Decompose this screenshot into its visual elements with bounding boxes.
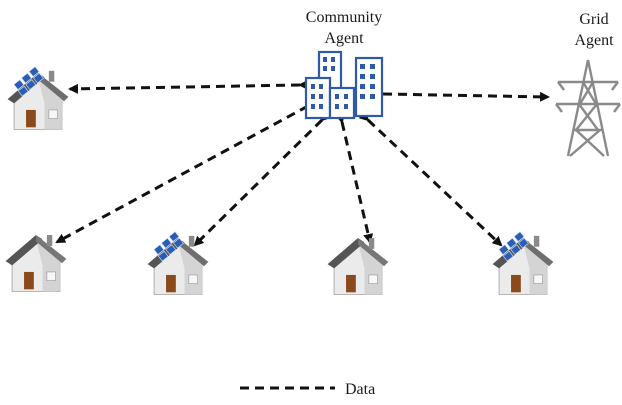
link-community-grid [374,88,550,102]
legend: Data [240,381,375,398]
legend-label: Data [345,381,375,398]
community-agent-label-line2: Agent [324,30,364,47]
link-community-house-3 [193,110,332,247]
house-4-icon [327,237,389,296]
community-agent: Community Agent [304,9,384,120]
house-1-solar-icon [7,66,69,131]
link-community-house-1 [68,79,309,94]
grid-agent: Grid Agent [555,11,621,157]
house-2-icon [5,234,67,293]
grid-agent-label-line2: Agent [574,32,614,49]
link-community-house-5 [358,110,503,247]
community-agent-label-line1: Community [306,9,382,26]
link-community-house-2 [55,97,318,244]
buildings-icon [304,50,384,120]
house-5-solar-icon [492,231,554,296]
transmission-tower-icon [555,59,621,157]
link-community-house-4 [335,113,374,244]
grid-agent-label-line1: Grid [579,11,608,28]
